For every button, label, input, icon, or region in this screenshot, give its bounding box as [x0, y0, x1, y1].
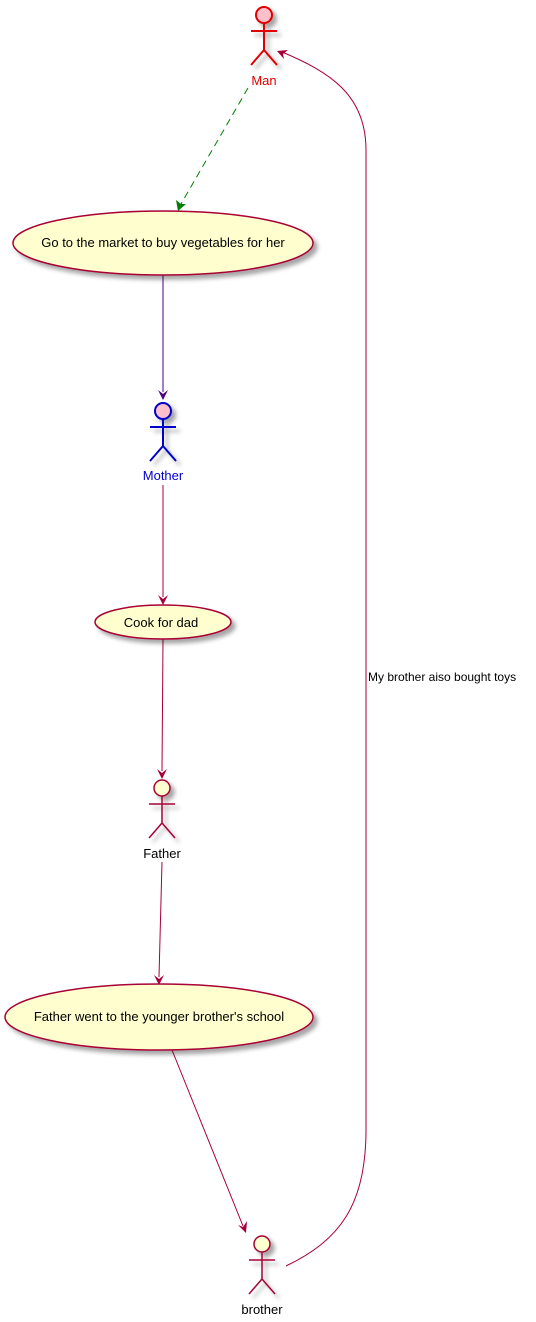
- usecase-school-label: Father went to the younger brother's sch…: [34, 1009, 284, 1024]
- usecase-cook-label: Cook for dad: [124, 615, 198, 630]
- edge-market-to-mother: [158, 275, 168, 400]
- edge-man-to-market: [176, 87, 249, 211]
- usecase-market: Go to the market to buy vegetables for h…: [12, 210, 314, 276]
- father-actor-icon: [148, 779, 176, 839]
- actor-mother: [149, 402, 177, 462]
- edge-father-to-school: [154, 861, 164, 985]
- mother-actor-icon: [149, 402, 177, 462]
- man-actor-icon: [250, 6, 278, 66]
- edge-label-brother-to-man: My brother aiso bought toys: [368, 670, 516, 684]
- usecase-cook: Cook for dad: [94, 604, 232, 640]
- edge-cook-to-father: [157, 638, 167, 779]
- usecase-school: Father went to the younger brother's sch…: [4, 983, 314, 1051]
- actor-brother: [248, 1235, 276, 1295]
- actor-father: [148, 779, 176, 839]
- actor-man: [250, 6, 278, 66]
- edge-school-to-brother: [171, 1049, 247, 1233]
- actor-brother-label: brother: [241, 1302, 283, 1317]
- usecase-market-label: Go to the market to buy vegetables for h…: [41, 235, 285, 250]
- actor-man-label: Man: [251, 73, 276, 88]
- actor-father-label: Father: [143, 846, 181, 861]
- edge-brother-to-man: My brother aiso bought toys: [277, 50, 516, 1267]
- edge-mother-to-cook: [158, 485, 168, 605]
- brother-actor-icon: [248, 1235, 276, 1295]
- actor-mother-label: Mother: [143, 468, 184, 483]
